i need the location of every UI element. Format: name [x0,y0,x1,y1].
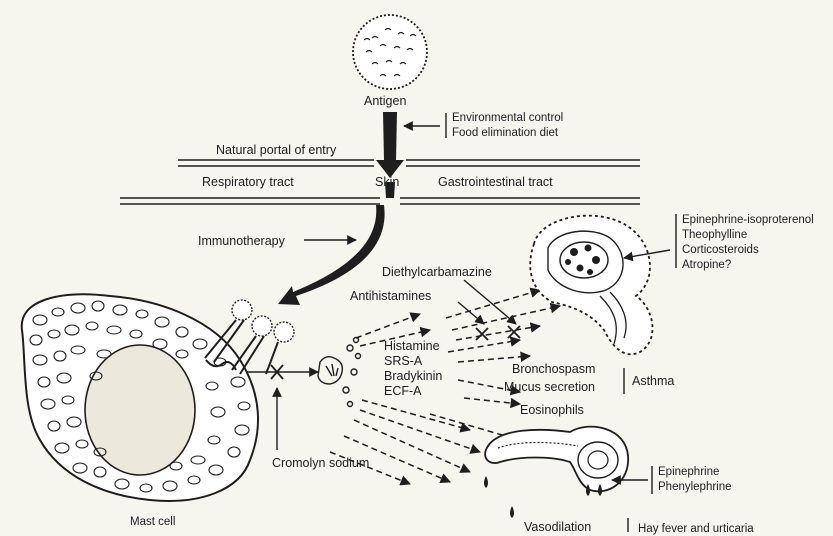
granule-icon [318,338,361,407]
mast-cell-label: Mast cell [130,515,175,529]
immunotherapy-label: Immunotherapy [198,234,285,248]
eosinophils-label: Eosinophils [520,403,584,417]
mucus-secretion-label: Mucus secretion [504,380,595,394]
cromolyn-sodium-label: Cromolyn sodium [272,456,369,470]
skin-label: Skin [375,175,399,189]
mast-cell-icon [22,294,258,501]
airway-drugs-list: Epinephrine-isoproterenol Theophylline C… [682,213,814,273]
antihistamines-label: Antihistamines [350,289,431,303]
portal-label: Natural portal of entry [216,143,336,157]
bound-antigens-icon [232,300,294,342]
respiratory-tract-label: Respiratory tract [202,175,294,189]
mediator-release-arrow [246,365,318,379]
diethylcarbamazine-label: Diethylcarbamazine [382,265,492,279]
bronchiole-icon [530,216,652,355]
vessel-drugs-list: Epinephrine Phenylephrine [658,465,732,495]
bronchospasm-label: Bronchospasm [512,362,595,376]
env-control-label: Environmental control Food elimination d… [452,111,563,141]
mediators-list: Histamine SRS-A Bradykinin ECF-A [384,339,442,399]
gi-tract-label: Gastrointestinal tract [438,175,553,189]
asthma-label: Asthma [632,374,674,388]
antigen-particle-icon [353,15,427,89]
blood-vessel-icon [484,427,628,518]
vasodilation-effect-label: Hay fever and urticaria [638,522,754,536]
antigen-label: Antigen [364,94,406,108]
vasodilation-label: Vasodilation [524,520,591,534]
